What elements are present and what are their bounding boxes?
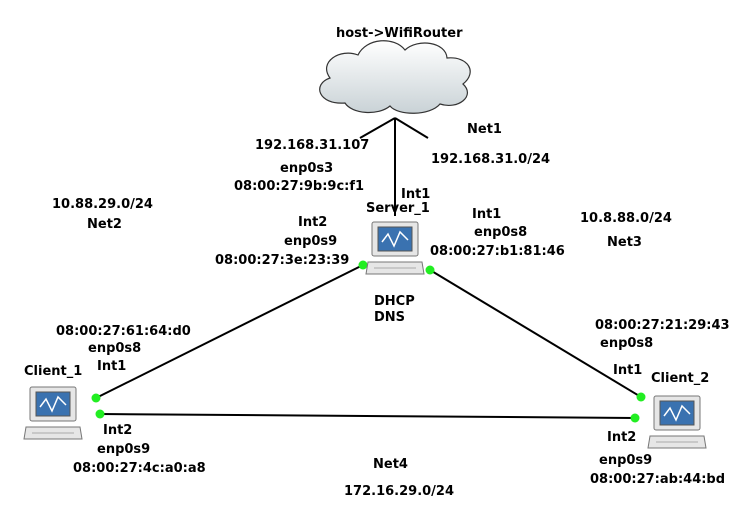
- port-server-int2: [358, 260, 368, 270]
- port-client1-int1: [91, 393, 101, 403]
- port-client2-int1: [636, 392, 646, 402]
- link-server-cloud: [359, 117, 429, 216]
- net2-name: Net2: [87, 217, 122, 232]
- server-right-mac: 08:00:27:b1:81:46: [430, 244, 565, 259]
- client2-int2-iface: enp0s9: [599, 453, 653, 468]
- client2-int1-iface: enp0s8: [600, 336, 654, 351]
- net4-name: Net4: [373, 457, 408, 472]
- server-left-iface: enp0s9: [284, 234, 338, 249]
- net3-name: Net3: [607, 235, 642, 250]
- server-left-int: Int2: [298, 215, 328, 230]
- link-net3: [429, 269, 642, 398]
- client1-name: Client_1: [24, 364, 83, 379]
- server-computer-icon[interactable]: [364, 220, 426, 278]
- server-uplink-mac: 08:00:27:9b:9c:f1: [234, 179, 365, 194]
- client2-int1-mac: 08:00:27:21:29:43: [595, 318, 730, 333]
- port-client2-int2: [630, 413, 640, 423]
- client2-int2-mac: 08:00:27:ab:44:bd: [590, 472, 726, 487]
- server-uplink-ip: 192.168.31.107: [255, 138, 370, 153]
- server-uplink-iface: enp0s3: [280, 161, 334, 176]
- port-client1-int2: [95, 409, 105, 419]
- net3-subnet: 10.8.88.0/24: [580, 211, 672, 226]
- client1-int2-mac: 08:00:27:4c:a0:a8: [73, 461, 206, 476]
- server-name: Server_1: [366, 201, 430, 216]
- net1-name: Net1: [467, 122, 502, 137]
- client2-int1-int: Int1: [613, 363, 643, 378]
- net2-subnet: 10.88.29.0/24: [52, 197, 153, 212]
- client1-int1-int: Int1: [97, 359, 127, 374]
- net1-subnet: 192.168.31.0/24: [431, 152, 551, 167]
- server-left-mac: 08:00:27:3e:23:39: [215, 253, 350, 268]
- server-service-dns: DNS: [374, 310, 406, 325]
- client2-name: Client_2: [651, 371, 710, 386]
- client2-computer-icon[interactable]: [646, 394, 708, 452]
- client1-int2-iface: enp0s9: [97, 442, 151, 457]
- client1-int1-iface: enp0s8: [88, 341, 142, 356]
- server-right-iface: enp0s8: [474, 225, 528, 240]
- client1-int1-mac: 08:00:27:61:64:d0: [56, 324, 191, 339]
- cloud-label: host->WifiRouter: [336, 26, 463, 41]
- link-net2: [95, 264, 364, 399]
- port-server-int1: [425, 265, 435, 275]
- client2-int2-int: Int2: [607, 430, 637, 445]
- net4-subnet: 172.16.29.0/24: [344, 484, 455, 499]
- link-net4: [99, 413, 636, 419]
- server-uplink-int: Int1: [401, 187, 431, 202]
- server-service-dhcp: DHCP: [374, 294, 415, 309]
- cloud-icon: [319, 40, 471, 114]
- client1-computer-icon[interactable]: [22, 385, 84, 443]
- client1-int2-int: Int2: [103, 423, 133, 438]
- server-right-int: Int1: [472, 207, 502, 222]
